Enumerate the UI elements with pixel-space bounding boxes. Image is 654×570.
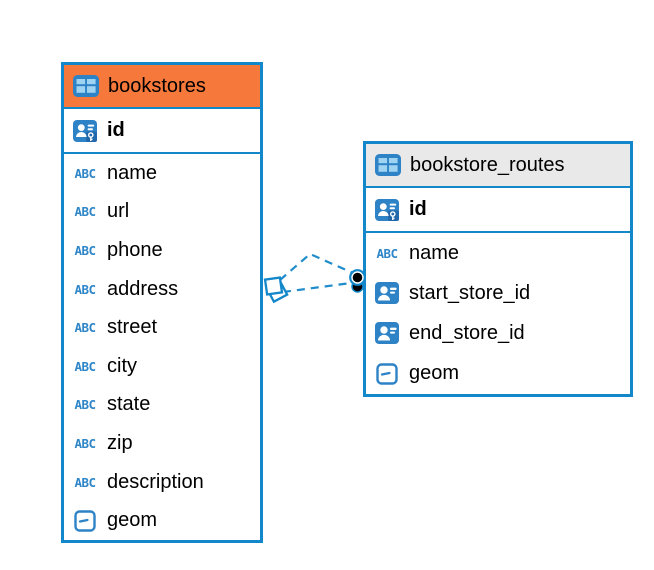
geometry-type-icon — [72, 509, 98, 532]
primary-key-icon — [72, 119, 98, 142]
primary-key-icon — [374, 198, 400, 221]
column-name: street — [107, 316, 158, 339]
text-type-icon: ABC — [74, 474, 96, 490]
text-type-icon: ABC — [74, 320, 96, 336]
column-name: id — [107, 119, 125, 141]
foreign-key-icon — [374, 322, 400, 345]
foreign-key-icon — [374, 282, 400, 305]
table-header-bookstore-routes[interactable]: bookstore_routes — [366, 144, 630, 188]
table-icon — [73, 75, 99, 97]
column-name: url — [107, 200, 130, 223]
column-row-street[interactable]: ABC street — [64, 308, 260, 347]
column-row-address[interactable]: ABC address — [64, 269, 260, 309]
column-name: geom — [107, 509, 158, 532]
column-name: id — [409, 198, 427, 220]
column-row-geom[interactable]: geom — [64, 501, 260, 540]
column-row-end-store-id[interactable]: end_store_id — [366, 313, 630, 354]
column-row-name[interactable]: ABC name — [64, 154, 260, 193]
column-name: zip — [107, 431, 133, 454]
relation-source-marker[interactable] — [263, 276, 289, 304]
column-name: state — [107, 393, 151, 416]
column-row-zip[interactable]: ABC zip — [64, 424, 260, 463]
column-name: end_store_id — [409, 321, 525, 344]
table-header-bookstores[interactable]: bookstores — [64, 65, 260, 109]
geometry-type-icon — [374, 362, 400, 385]
column-row-start-store-id[interactable]: start_store_id — [366, 273, 630, 314]
column-name: phone — [107, 238, 163, 261]
text-type-icon: ABC — [74, 397, 96, 413]
column-row-geom[interactable]: geom — [366, 353, 630, 394]
relation-line-1[interactable] — [279, 252, 354, 281]
text-type-icon: ABC — [74, 204, 96, 220]
text-type-icon: ABC — [74, 435, 96, 451]
relation-line-2[interactable] — [282, 281, 352, 294]
table-title: bookstores — [108, 74, 206, 97]
column-name: start_store_id — [409, 281, 531, 304]
table-bookstores[interactable]: bookstores id ABC name — [61, 62, 263, 543]
column-name: name — [107, 161, 158, 184]
column-row-state[interactable]: ABC state — [64, 385, 260, 425]
text-type-icon: ABC — [74, 165, 96, 181]
table-title: bookstore_routes — [410, 153, 565, 176]
column-row-name[interactable]: ABC name — [366, 233, 630, 274]
column-name: description — [107, 470, 204, 493]
column-name: name — [409, 241, 460, 264]
table-bookstore-routes[interactable]: bookstore_routes id ABC name — [363, 141, 633, 397]
column-name: geom — [409, 362, 460, 385]
column-name: city — [107, 354, 137, 377]
table-icon — [375, 154, 401, 176]
column-row-description[interactable]: ABC description — [64, 462, 260, 502]
column-row-url[interactable]: ABC url — [64, 192, 260, 232]
column-row-city[interactable]: ABC city — [64, 346, 260, 386]
text-type-icon: ABC — [376, 245, 398, 261]
text-type-icon: ABC — [74, 358, 96, 374]
text-type-icon: ABC — [74, 281, 96, 297]
column-row-phone[interactable]: ABC phone — [64, 231, 260, 270]
column-name: address — [107, 277, 179, 300]
column-row-id[interactable]: id — [366, 188, 630, 233]
text-type-icon: ABC — [74, 242, 96, 258]
column-row-id[interactable]: id — [64, 109, 260, 154]
